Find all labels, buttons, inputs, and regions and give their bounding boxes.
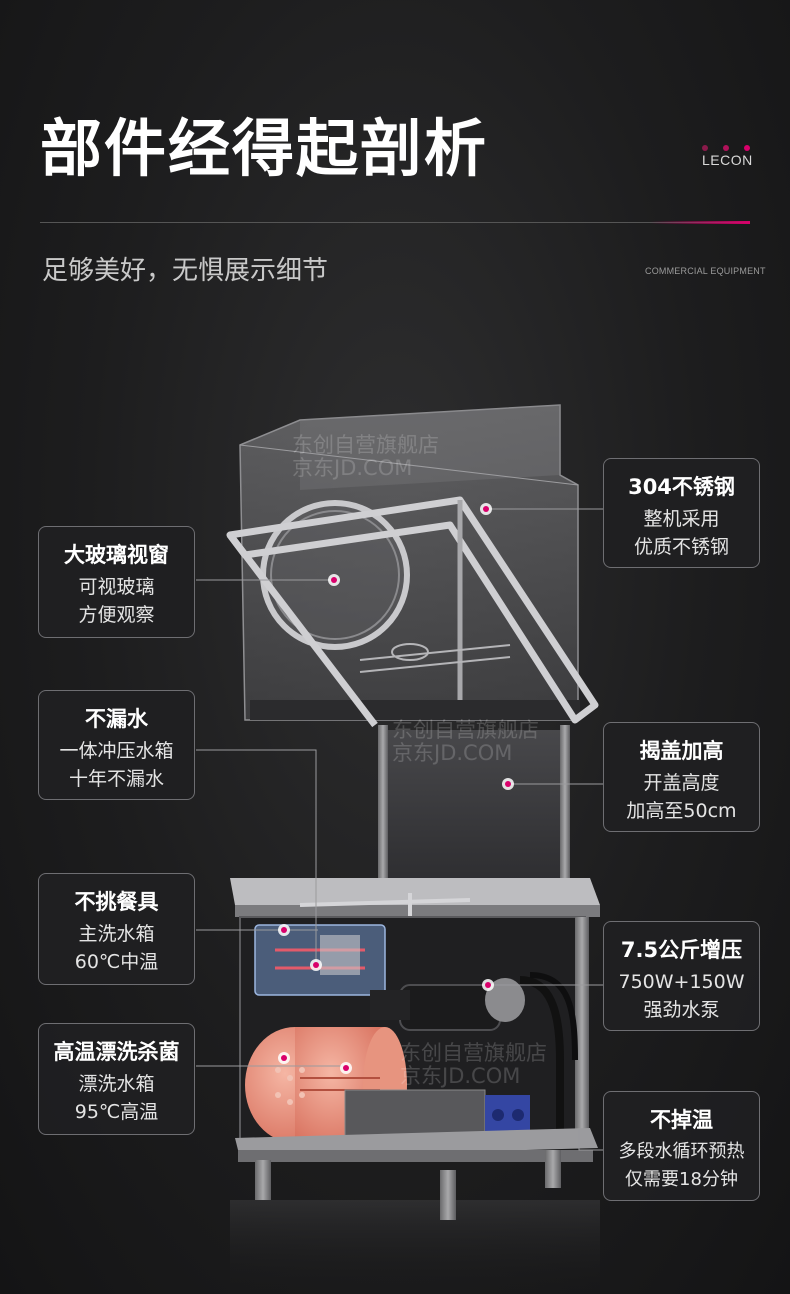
- feature-line: 主洗水箱: [78, 923, 155, 945]
- feature-line: 十年不漏水: [68, 768, 164, 790]
- feature-line: 95℃高温: [74, 1101, 159, 1123]
- feature-title: 不挑餐具: [74, 890, 159, 914]
- feature-title: 7.5公斤增压: [620, 938, 743, 962]
- page-title: 部件经得起剖析: [40, 112, 489, 185]
- feature-card-heat: 不掉温 多段水循环预热 仅需要18分钟: [603, 1091, 760, 1201]
- feature-card-rinse: 高温漂洗杀菌 漂洗水箱 95℃高温: [38, 1023, 195, 1135]
- brand-dot: [723, 145, 730, 151]
- brand-dot: [702, 145, 708, 151]
- watermark-jd-2: 京东JD.COM: [392, 741, 512, 765]
- brand-logo-text: LECON: [702, 152, 753, 168]
- feature-title: 不掉温: [650, 1108, 713, 1132]
- feature-line: 开盖高度: [643, 772, 720, 794]
- feature-card-pump: 7.5公斤增压 750W+150W 强劲水泵: [603, 921, 760, 1031]
- feature-title: 揭盖加高: [639, 739, 724, 763]
- feature-line: 一体冲压水箱: [59, 740, 174, 762]
- feature-title: 大玻璃视窗: [64, 543, 169, 567]
- feature-line: 漂洗水箱: [78, 1073, 155, 1095]
- page-subtitle: 足够美好，无惧展示细节: [42, 256, 329, 286]
- feature-line: 方便观察: [78, 604, 155, 626]
- feature-line: 仅需要18分钟: [625, 1169, 738, 1190]
- feature-card-steel: 304不锈钢 整机采用 优质不锈钢: [603, 458, 760, 568]
- feature-card-no-leak: 不漏水 一体冲压水箱 十年不漏水: [38, 690, 195, 800]
- feature-line: 750W+150W: [618, 971, 745, 993]
- feature-title: 高温漂洗杀菌: [53, 1040, 180, 1064]
- feature-card-dishes: 不挑餐具 主洗水箱 60℃中温: [38, 873, 195, 985]
- hotspot-dots: [278, 503, 514, 1074]
- watermark-store-1: 东创自营旗舰店: [292, 433, 439, 457]
- feature-card-lid: 揭盖加高 开盖高度 加高至50cm: [603, 722, 760, 832]
- feature-line: 整机采用: [643, 508, 720, 530]
- watermark-store-3: 东创自营旗舰店: [400, 1041, 547, 1065]
- feature-line: 强劲水泵: [643, 999, 720, 1021]
- feature-line: 优质不锈钢: [633, 536, 729, 558]
- brand-dots: [702, 136, 760, 155]
- feature-line: 多段水循环预热: [618, 1141, 745, 1162]
- header-divider: [40, 222, 750, 223]
- brand-dot: [744, 145, 751, 151]
- feature-line: 60℃中温: [74, 951, 159, 973]
- watermark-jd-3: 京东JD.COM: [400, 1064, 520, 1088]
- feature-line: 可视玻璃: [78, 576, 155, 598]
- brand-tagline: COMMERCIAL EQUIPMENT: [645, 266, 766, 276]
- feature-card-window: 大玻璃视窗 可视玻璃 方便观察: [38, 526, 195, 638]
- feature-line: 加高至50cm: [626, 800, 737, 822]
- feature-title: 304不锈钢: [628, 475, 735, 499]
- watermark-jd-1: 京东JD.COM: [292, 456, 412, 480]
- watermark-store-2: 东创自营旗舰店: [392, 718, 539, 742]
- feature-title: 不漏水: [85, 707, 148, 731]
- header-divider-accent: [650, 221, 750, 224]
